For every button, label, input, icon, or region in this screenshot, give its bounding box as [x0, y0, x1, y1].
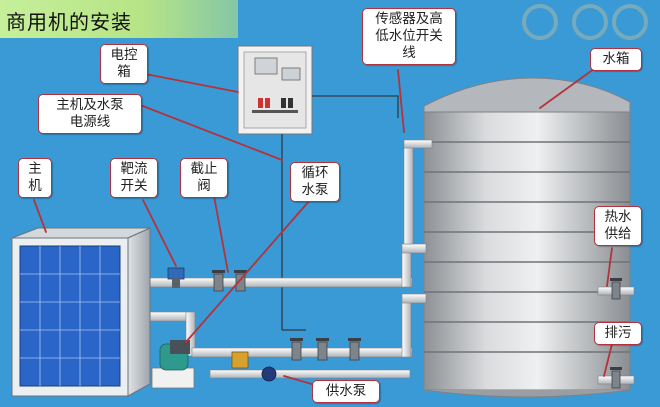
label-hot-water-supply: 热水 供给 [594, 206, 642, 246]
page-title: 商用机的安装 [6, 10, 132, 34]
label-flow-switch: 靶流 开关 [110, 158, 158, 198]
label-power-line: 主机及水泵 电源线 [38, 94, 142, 134]
label-main-unit: 主 机 [18, 158, 52, 198]
watermark-logo [522, 4, 648, 40]
filter [231, 351, 249, 369]
label-circulation-pump: 循环 水泵 [290, 162, 340, 202]
circulation-pump [151, 340, 195, 389]
label-supply-pump: 供水泵 [312, 380, 380, 403]
valve-handles [212, 270, 622, 370]
title-banner: 商用机的安装 [0, 0, 238, 38]
stop-valves [213, 273, 621, 389]
unit-grille [20, 246, 120, 386]
label-drain: 排污 [594, 322, 642, 345]
label-water-tank: 水箱 [590, 48, 642, 71]
supply-pump [261, 366, 277, 382]
flow-switch [167, 267, 185, 288]
label-stop-valve: 截止 阀 [180, 158, 228, 198]
main-unit [11, 227, 151, 397]
label-control-box: 电控 箱 [100, 44, 148, 84]
callout-leaders [33, 65, 613, 388]
control-box [237, 45, 313, 135]
label-sensor-lines: 传感器及高 低水位开关 线 [362, 8, 456, 65]
